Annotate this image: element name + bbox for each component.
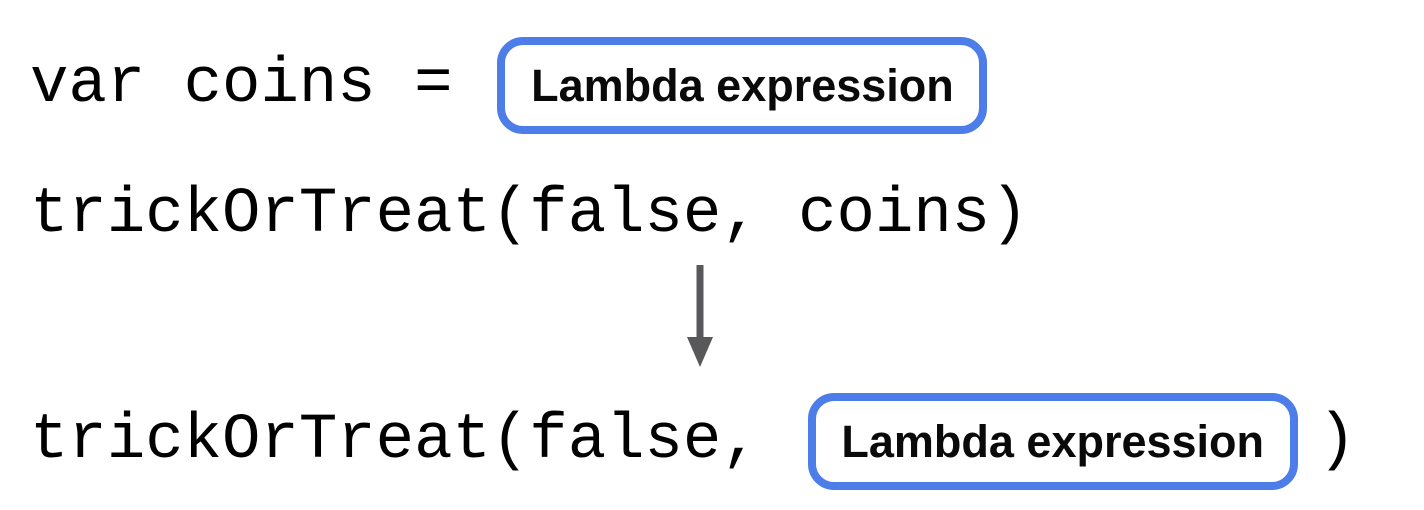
lambda-expression-label-top: Lambda expression (531, 59, 954, 111)
call-with-variable-line: trickOrTreat(false, coins) (30, 170, 1029, 260)
code-call-with-variable: trickOrTreat(false, coins) (30, 179, 1029, 251)
code-call-suffix: ) (1317, 405, 1357, 477)
down-arrow-icon (687, 265, 713, 367)
code-var-declaration: var coins = (30, 49, 453, 121)
lambda-expression-box-top: Lambda expression (497, 36, 988, 134)
code-call-prefix: trickOrTreat(false, (30, 405, 760, 477)
call-with-lambda-line: trickOrTreat(false, Lambda expression ) (30, 392, 1356, 490)
lambda-expression-label-bottom: Lambda expression (841, 415, 1265, 467)
lambda-expression-box-bottom: Lambda expression (807, 392, 1298, 490)
assignment-line: var coins = Lambda expression (30, 36, 988, 134)
